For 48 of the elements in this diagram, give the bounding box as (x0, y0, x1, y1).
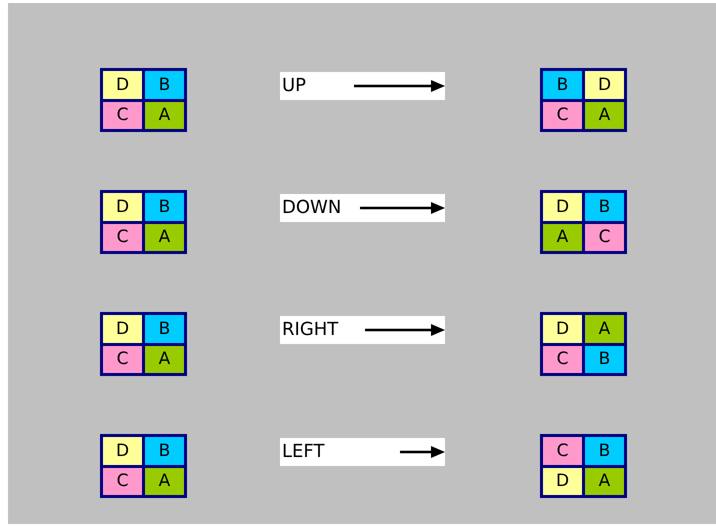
grid-cell: D (543, 193, 582, 220)
grid-cell: A (585, 468, 624, 495)
grid-cell: C (103, 346, 142, 373)
grid-cell: A (585, 315, 624, 342)
grid-cell: C (103, 468, 142, 495)
direction-label: UP (282, 75, 306, 96)
tile-grid (540, 312, 627, 376)
tile-grid (100, 190, 187, 254)
grid-cell: D (543, 315, 582, 342)
grid-cell: A (145, 468, 184, 495)
grid-cell: C (585, 224, 624, 251)
grid-cell: B (145, 437, 184, 464)
grid-cell: A (585, 102, 624, 129)
grid-cell: B (585, 437, 624, 464)
label-panel (280, 194, 445, 222)
direction-label: RIGHT (282, 319, 338, 340)
grid-cell: A (543, 224, 582, 251)
label-panel (280, 438, 445, 466)
tile-grid (540, 68, 627, 132)
grid-cell: B (145, 71, 184, 98)
grid-cell: C (543, 346, 582, 373)
grid-cell: C (103, 224, 142, 251)
grid-cell: B (585, 346, 624, 373)
grid-cell: D (103, 71, 142, 98)
grid-cell: C (543, 102, 582, 129)
grid-cell: B (585, 193, 624, 220)
grid-cell: D (103, 315, 142, 342)
grid-cell: A (145, 102, 184, 129)
label-panel (280, 72, 445, 100)
grid-cell: D (585, 71, 624, 98)
grid-cell: A (145, 346, 184, 373)
tile-grid (100, 312, 187, 376)
grid-cell: A (145, 224, 184, 251)
tile-grid (540, 190, 627, 254)
grid-cell: B (145, 315, 184, 342)
grid-cell: D (103, 437, 142, 464)
direction-label: DOWN (282, 197, 342, 218)
grid-cell: D (543, 468, 582, 495)
grid-cell: B (145, 193, 184, 220)
grid-cell: C (103, 102, 142, 129)
label-panel (280, 316, 445, 344)
tile-grid (100, 434, 187, 498)
direction-label: LEFT (282, 441, 324, 462)
grid-cell: B (543, 71, 582, 98)
grid-cell: D (103, 193, 142, 220)
tile-grid (540, 434, 627, 498)
tile-grid (100, 68, 187, 132)
grid-cell: C (543, 437, 582, 464)
